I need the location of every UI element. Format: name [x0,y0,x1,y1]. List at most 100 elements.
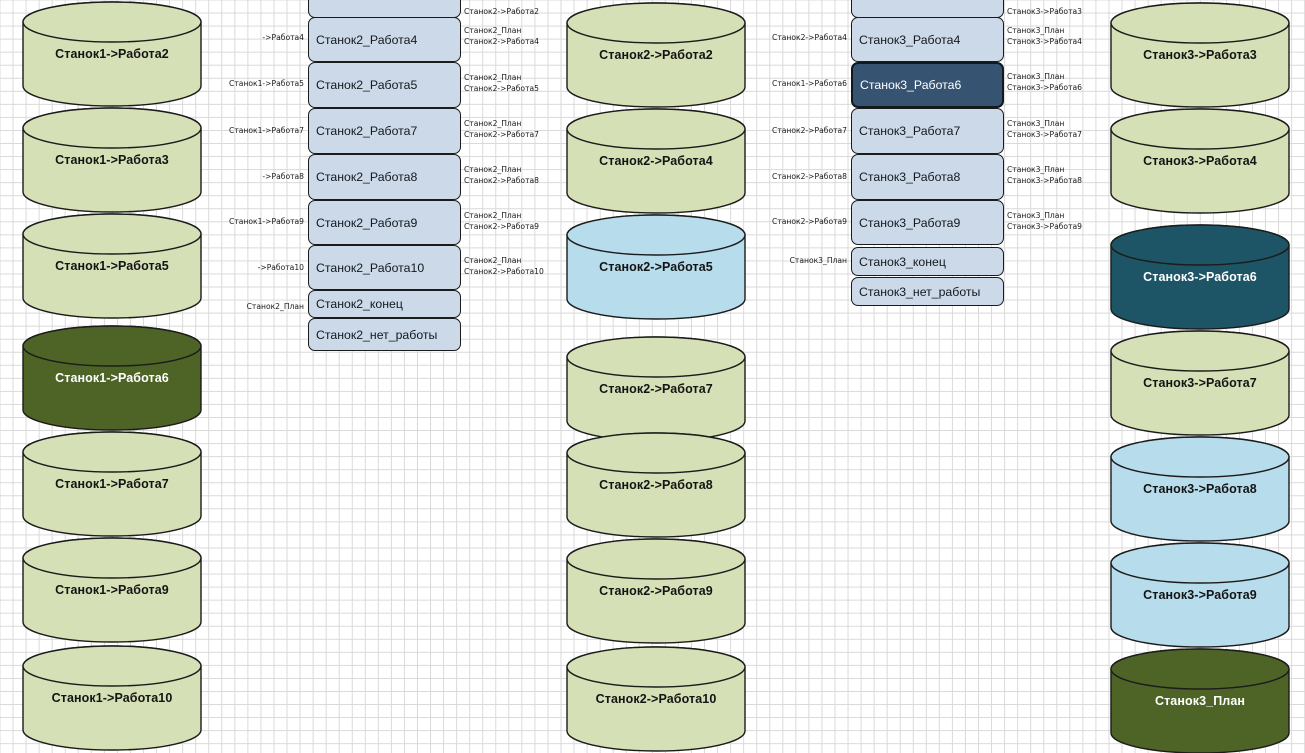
edge-label-col2-right-bottom-5: Станок2->Работа9 [464,222,539,231]
state-box-col4-1[interactable]: Станок3_Работа4 [851,17,1004,62]
edge-label-col4-right-top-3: Станок3_План [1007,119,1065,128]
edge-label-col2-right-top-1: Станок2_План [464,26,522,35]
cylinder-shape [1110,2,1290,108]
cylinder-node-col5-6[interactable]: Станок3_План [1110,648,1290,753]
edge-label-col2-right-top-2: Станок2_План [464,73,522,82]
edge-label-col4-right-top-4: Станок3_План [1007,165,1065,174]
edge-label-col2-right-top-3: Станок2_План [464,119,522,128]
state-box-label: Станок3_Работа7 [859,124,961,138]
state-box-col2-2[interactable]: Станок2_Работа5 [308,62,461,108]
state-box-col2-1[interactable]: Станок2_Работа4 [308,17,461,62]
state-box-label: Станок3_конец [859,254,946,269]
cylinder-node-col3-0[interactable]: Станок2->Работа2 [566,2,746,108]
cylinder-node-col1-5[interactable]: Станок1->Работа9 [22,537,202,643]
edge-label-col2-left-0: ->Работа4 [262,33,304,42]
cylinder-shape [566,646,746,752]
cylinder-shape [22,645,202,751]
edge-label-col4-right-top-5: Станок3_План [1007,211,1065,220]
cylinder-shape [566,214,746,320]
cylinder-shape [566,336,746,442]
cylinder-shape [22,325,202,431]
cylinder-shape [566,432,746,538]
cylinder-node-col1-4[interactable]: Станок1->Работа7 [22,431,202,537]
cylinder-node-col3-1[interactable]: Станок2->Работа4 [566,108,746,214]
edge-label-col4-right-bottom-2: Станок3->Работа6 [1007,83,1082,92]
edge-label-col4-left-5: Станок3_План [789,256,847,265]
state-box-col4-2[interactable]: Станок3_Работа6 [851,62,1004,108]
state-box-col4-4[interactable]: Станок3_Работа8 [851,154,1004,200]
cylinder-node-col1-6[interactable]: Станок1->Работа10 [22,645,202,751]
state-box-col2-6[interactable]: Станок2_Работа10 [308,245,461,290]
cylinder-shape [1110,436,1290,542]
cylinder-shape [566,108,746,214]
state-box-col4-5[interactable]: Станок3_Работа9 [851,200,1004,245]
state-box-col2-4[interactable]: Станок2_Работа8 [308,154,461,200]
cylinder-node-col3-4[interactable]: Станок2->Работа8 [566,432,746,538]
cylinder-node-col3-6[interactable]: Станок2->Работа10 [566,646,746,752]
edge-label-col2-right-bottom-6: Станок2->Работа10 [464,267,544,276]
edge-label-col2-right-bottom-4: Станок2->Работа8 [464,176,539,185]
state-box-col2-0[interactable] [308,0,461,18]
state-box-label: Станок2_Работа10 [316,260,425,275]
edge-label-col4-right-top-2: Станок3_План [1007,72,1065,81]
cylinder-shape [22,1,202,107]
edge-label-col2-right-bottom-3: Станок2->Работа7 [464,130,539,139]
edge-label-col2-left-1: Станок1->Работа5 [229,79,304,88]
cylinder-node-col3-2[interactable]: Станок2->Работа5 [566,214,746,320]
cylinder-shape [1110,224,1290,330]
state-box-label: Станок3_Работа4 [859,32,961,47]
edge-label-col4-left-3: Станок2->Работа8 [772,172,847,181]
edge-label-col2-right-bottom-1: Станок2->Работа4 [464,37,539,46]
state-box-col4-0[interactable] [851,0,1004,18]
state-box-col2-8[interactable]: Станок2_нет_работы [308,318,461,351]
edge-label-col2-left-3: ->Работа8 [262,172,304,181]
cylinder-node-col1-2[interactable]: Станок1->Работа5 [22,213,202,319]
cylinder-node-col1-3[interactable]: Станок1->Работа6 [22,325,202,431]
edge-label-col2-left-4: Станок1->Работа9 [229,217,304,226]
edge-label-col4-right-bottom-0: Станок3->Работа3 [1007,7,1082,16]
edge-label-col2-right-bottom-2: Станок2->Работа5 [464,84,539,93]
state-box-col2-3[interactable]: Станок2_Работа7 [308,108,461,154]
cylinder-shape [1110,542,1290,648]
state-box-label: Станок3_Работа8 [859,170,961,184]
cylinder-node-col5-1[interactable]: Станок3->Работа4 [1110,108,1290,214]
edge-label-col4-left-0: Станок2->Работа4 [772,33,847,42]
cylinder-shape [22,107,202,213]
cylinder-node-col1-1[interactable]: Станок1->Работа3 [22,107,202,213]
state-box-col4-3[interactable]: Станок3_Работа7 [851,108,1004,154]
cylinder-node-col5-2[interactable]: Станок3->Работа6 [1110,224,1290,330]
state-box-col4-6[interactable]: Станок3_конец [851,247,1004,276]
state-box-col4-7[interactable]: Станок3_нет_работы [851,277,1004,306]
edge-label-col4-right-bottom-4: Станок3->Работа8 [1007,176,1082,185]
state-box-label: Станок2_Работа9 [316,215,418,230]
cylinder-shape [566,2,746,108]
edge-label-col2-left-2: Станок1->Работа7 [229,126,304,135]
cylinder-node-col5-3[interactable]: Станок3->Работа7 [1110,330,1290,436]
cylinder-shape [22,431,202,537]
state-box-label: Станок3_нет_работы [859,284,981,299]
cylinder-node-col3-5[interactable]: Станок2->Работа9 [566,538,746,644]
cylinder-shape [22,537,202,643]
edge-label-col4-right-bottom-5: Станок3->Работа9 [1007,222,1082,231]
state-box-label: Станок2_Работа7 [316,124,418,138]
cylinder-shape [1110,108,1290,214]
cylinder-node-col5-0[interactable]: Станок3->Работа3 [1110,2,1290,108]
cylinder-node-col5-4[interactable]: Станок3->Работа8 [1110,436,1290,542]
state-box-label: Станок2_Работа4 [316,32,418,47]
cylinder-node-col1-0[interactable]: Станок1->Работа2 [22,1,202,107]
edge-label-col4-right-bottom-1: Станок3->Работа4 [1007,37,1082,46]
cylinder-shape [1110,330,1290,436]
state-box-col2-5[interactable]: Станок2_Работа9 [308,200,461,245]
cylinder-node-col5-5[interactable]: Станок3->Работа9 [1110,542,1290,648]
cylinder-node-col3-3[interactable]: Станок2->Работа7 [566,336,746,442]
state-box-label: Станок2_конец [316,297,403,311]
edge-label-col4-left-4: Станок2->Работа9 [772,217,847,226]
state-box-col2-7[interactable]: Станок2_конец [308,290,461,318]
cylinder-shape [22,213,202,319]
cylinder-shape [1110,648,1290,753]
edge-label-col4-right-bottom-3: Станок3->Работа7 [1007,130,1082,139]
edge-label-col4-left-2: Станок2->Работа7 [772,126,847,135]
edge-label-col2-right-top-4: Станок2_План [464,165,522,174]
edge-label-col4-left-1: Станок1->Работа6 [772,79,847,88]
